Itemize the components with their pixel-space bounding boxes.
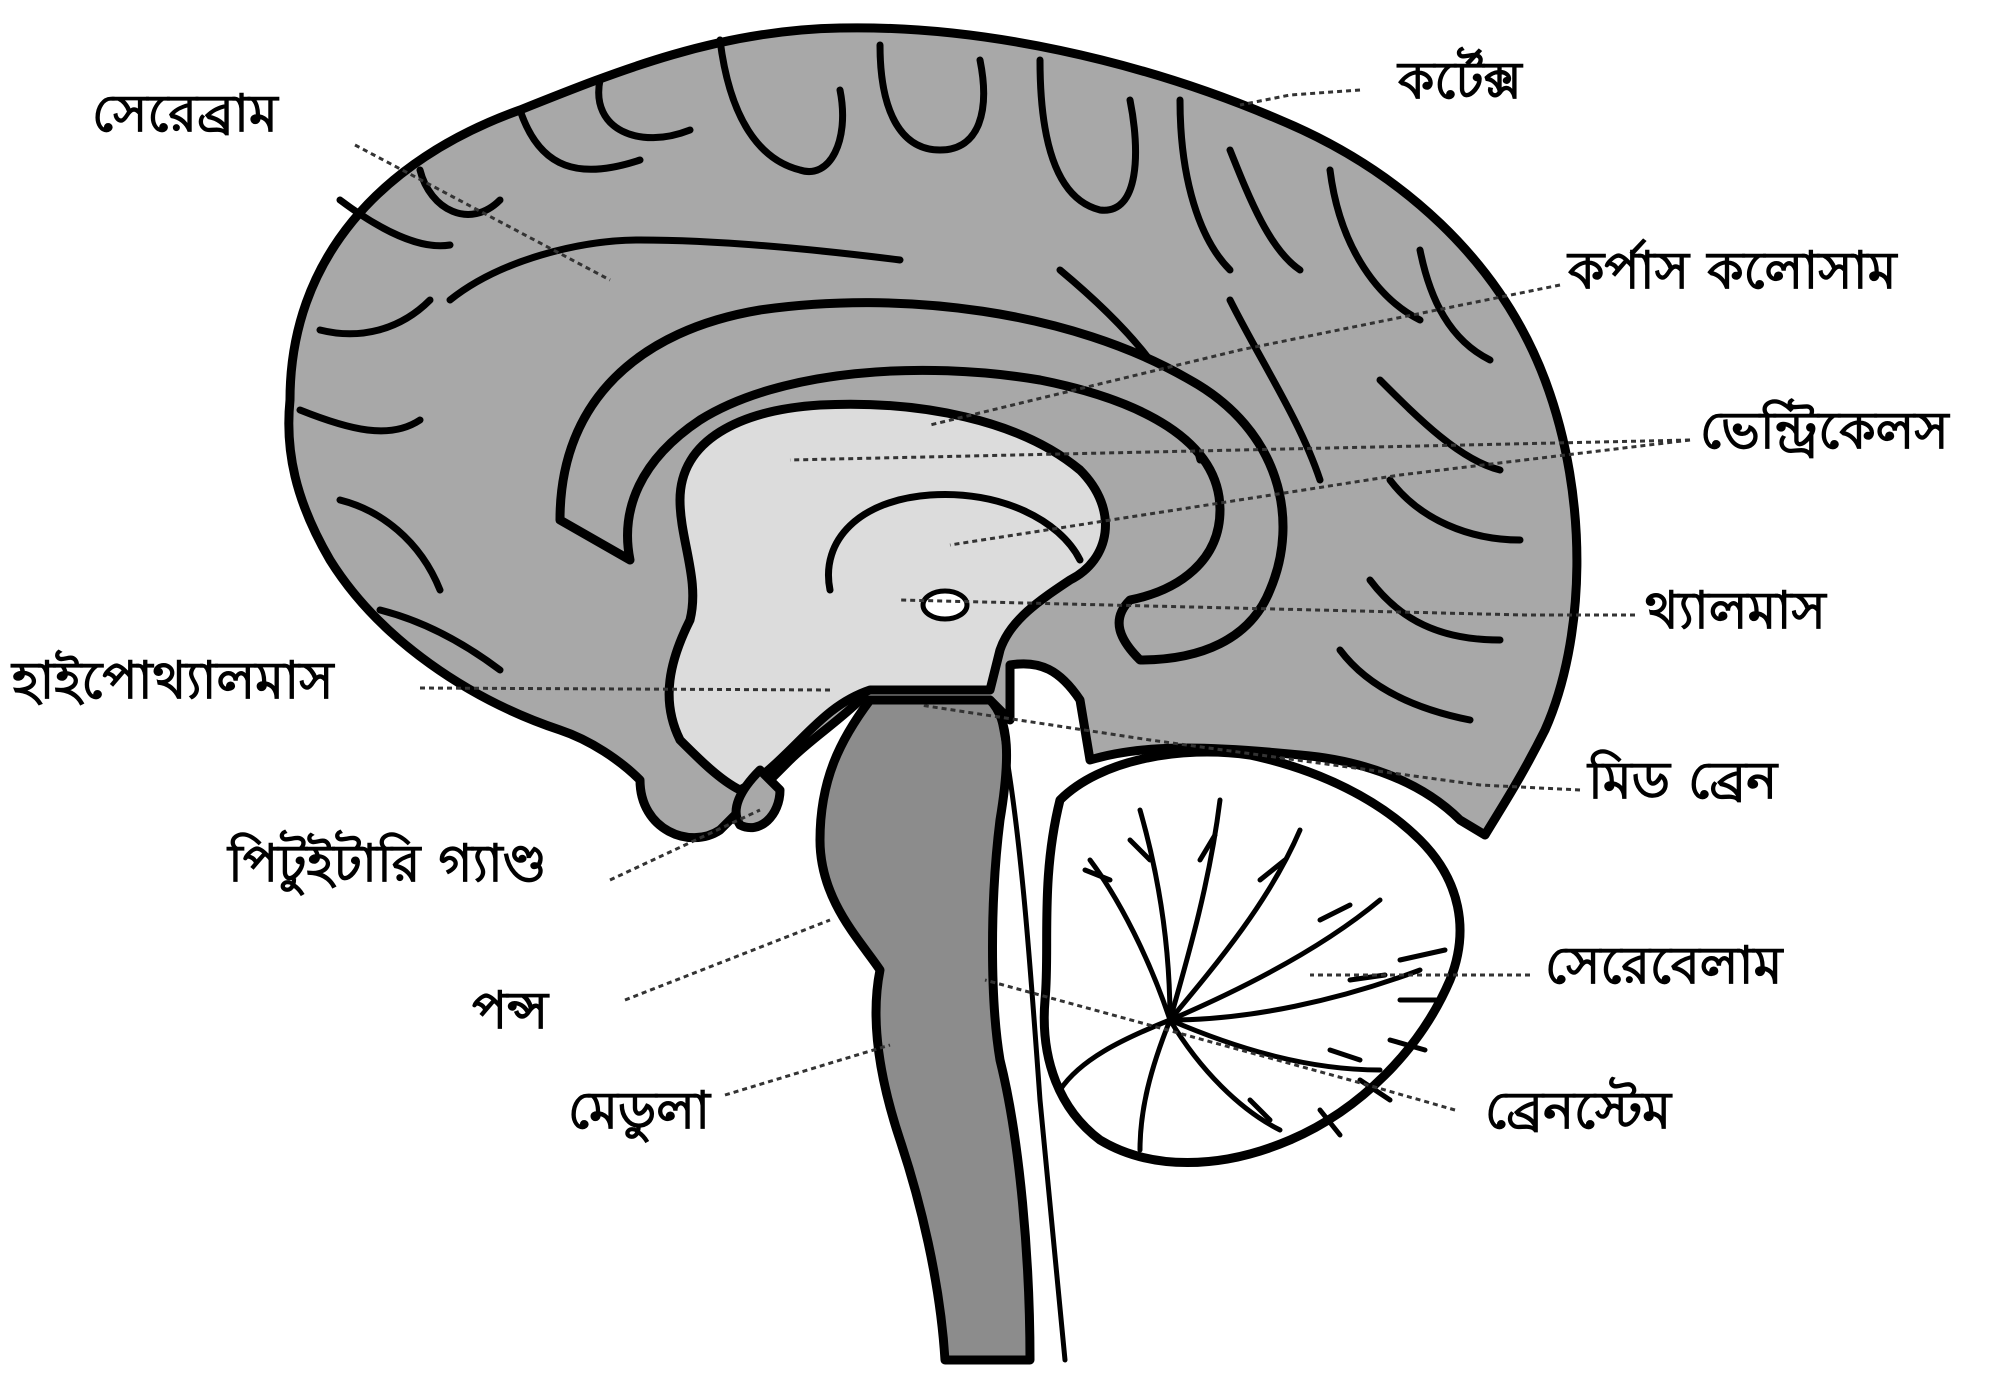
leader-ventricles-1 [789,438,1691,462]
leader-cerebrum [354,143,611,282]
leader-corpus-callosum [929,283,1561,427]
label-hypothalamus: হাইপোথ্যালমাস [12,651,334,711]
label-corpus-callosum: কর্পাস কলোসাম [1568,241,1897,301]
label-pons: পন্স [472,981,549,1041]
label-midbrain: মিড ব্রেন [1588,751,1778,811]
label-pituitary: পিটুইটারি গ্যাণ্ড [228,834,547,894]
label-cerebrum: সেরেব্রাম [92,84,278,144]
leader-pons [624,918,831,1002]
label-cerebellum: সেরেবেলাম [1545,936,1783,996]
arbor-vitae [1057,797,1448,1153]
brainstem-edge [997,717,1068,1363]
leader-ventricles-2 [949,438,1691,547]
cortex-folds [296,36,1524,724]
leader-brainstem [984,978,1456,1112]
thalamus-shape [920,588,970,622]
pituitary-shape [731,765,785,832]
label-brainstem: ব্রেনস্টেম [1485,1081,1672,1141]
leader-pituitary [609,808,761,882]
label-thalamus: থ্যালমাস [1645,581,1826,641]
corpus-callosum-shape [555,298,1288,665]
leader-lines [354,88,1691,1112]
leader-medulla [724,1043,891,1097]
brainstem-shape [815,695,1035,1365]
fornix-curve [825,490,1084,594]
label-ventricles: ভেন্ট্রিকেলস [1700,401,1949,461]
leader-midbrain [919,703,1581,792]
label-cortex: কর্টেক্স [1398,51,1522,111]
leader-thalamus [899,598,1635,617]
label-medulla: মেডুলা [568,1081,711,1141]
leader-cortex [1239,88,1361,107]
